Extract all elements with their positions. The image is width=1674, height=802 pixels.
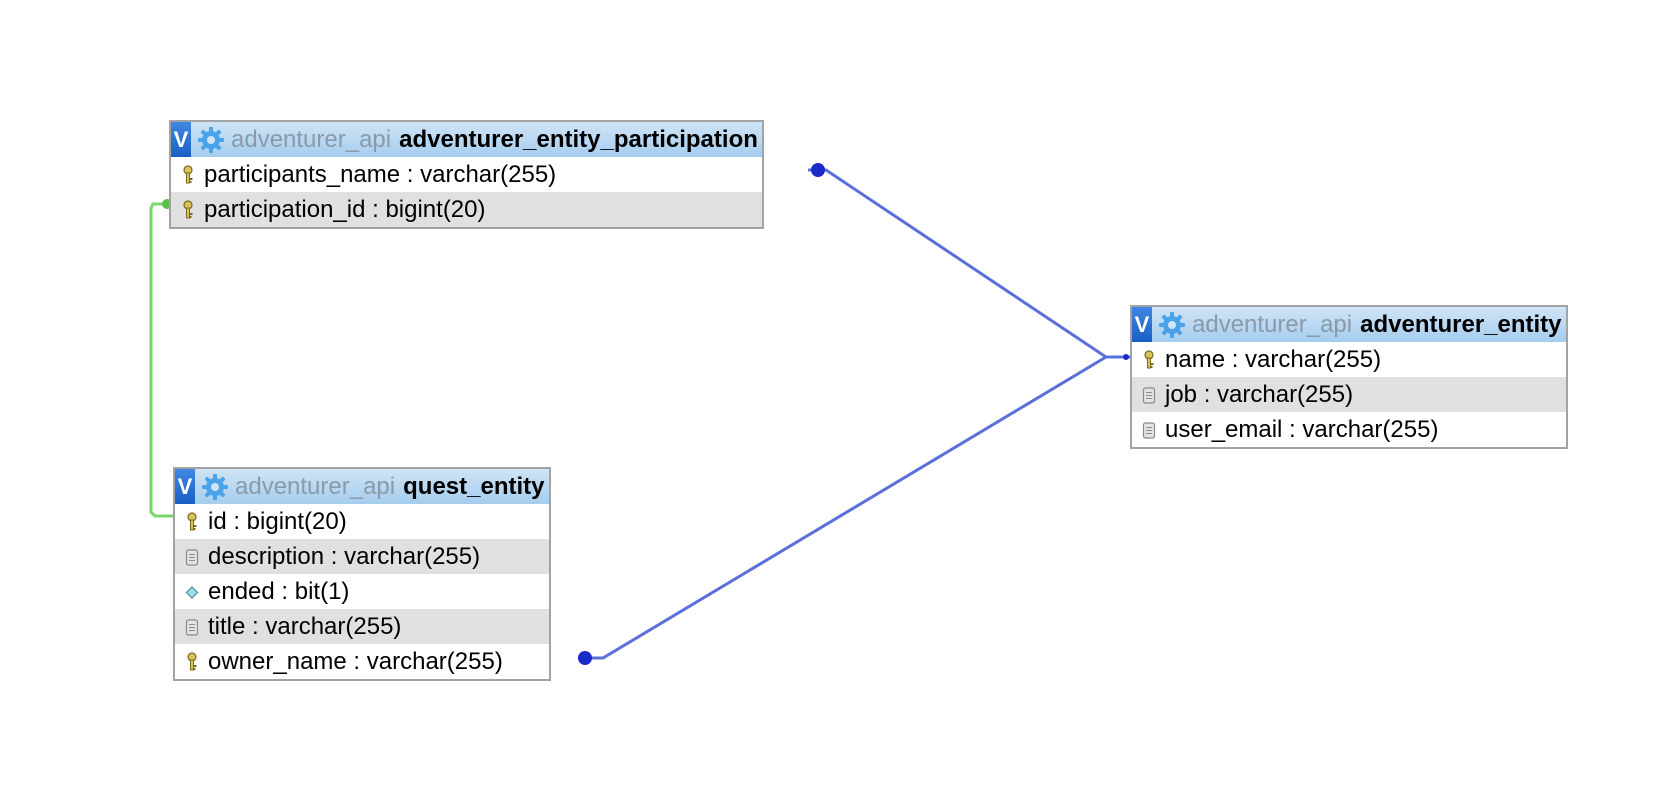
database-name: adventurer_api — [1192, 310, 1353, 338]
key-icon — [183, 199, 193, 218]
relation-endpoint — [811, 163, 825, 177]
relation-endpoint — [1123, 354, 1129, 360]
table-column-row[interactable]: participation_id : bigint(20) — [171, 192, 762, 227]
key-icon — [187, 511, 197, 530]
column-icon — [1142, 386, 1156, 404]
table-name: adventurer_entity — [1360, 310, 1562, 338]
table-column-row[interactable]: participants_name : varchar(255) — [171, 157, 762, 192]
column-label: job : varchar(255) — [1165, 380, 1354, 408]
table-header[interactable]: V adventurer_api adventurer_entity_parti… — [171, 122, 762, 157]
toggle-columns-button[interactable]: V — [171, 122, 191, 157]
gear-icon[interactable] — [201, 473, 229, 501]
key-icon — [1144, 349, 1154, 368]
table-column-row[interactable]: name : varchar(255) — [1132, 342, 1566, 377]
table-quest-entity[interactable]: V adventurer_api quest_entity id — [173, 467, 551, 681]
table-header[interactable]: V adventurer_api quest_entity — [175, 469, 549, 504]
column-label: participation_id : bigint(20) — [204, 195, 486, 223]
diamond-icon — [185, 585, 199, 599]
table-column-row[interactable]: job : varchar(255) — [1132, 377, 1566, 412]
column-label: description : varchar(255) — [208, 542, 481, 570]
toggle-columns-button[interactable]: V — [175, 469, 195, 504]
column-label: id : bigint(20) — [208, 507, 347, 535]
column-icon — [185, 618, 199, 636]
table-name: adventurer_entity_participation — [399, 125, 758, 153]
column-icon — [185, 548, 199, 566]
database-name: adventurer_api — [231, 125, 392, 153]
relation-endpoint — [578, 651, 592, 665]
column-label: user_email : varchar(255) — [1165, 415, 1439, 443]
table-column-row[interactable]: user_email : varchar(255) — [1132, 412, 1566, 447]
table-adventurer-entity[interactable]: V adventurer_api adventurer_entity — [1130, 305, 1568, 449]
table-column-row[interactable]: description : varchar(255) — [175, 539, 549, 574]
column-label: participants_name : varchar(255) — [204, 160, 557, 188]
table-name: quest_entity — [403, 472, 545, 500]
table-column-row[interactable]: owner_name : varchar(255) — [175, 644, 549, 679]
column-label: title : varchar(255) — [208, 612, 402, 640]
gear-icon[interactable] — [197, 126, 225, 154]
column-label: name : varchar(255) — [1165, 345, 1382, 373]
table-header[interactable]: V adventurer_api adventurer_entity — [1132, 307, 1566, 342]
gear-icon[interactable] — [1158, 311, 1186, 339]
toggle-columns-button[interactable]: V — [1132, 307, 1152, 342]
key-icon — [187, 651, 197, 670]
relation-participation-to-quest — [149, 202, 173, 518]
relation-participants-to-adventurer — [808, 168, 1130, 359]
key-icon — [183, 164, 193, 183]
relation-owner-to-adventurer — [585, 355, 1107, 660]
table-column-row[interactable]: ended : bit(1) — [175, 574, 549, 609]
column-label: owner_name : varchar(255) — [208, 647, 503, 675]
column-label: ended : bit(1) — [208, 577, 350, 605]
column-icon — [1142, 421, 1156, 439]
database-name: adventurer_api — [235, 472, 396, 500]
table-adventurer-entity-participation[interactable]: V adventurer_api adventurer_entity_parti… — [169, 120, 764, 229]
table-column-row[interactable]: title : varchar(255) — [175, 609, 549, 644]
table-column-row[interactable]: id : bigint(20) — [175, 504, 549, 539]
